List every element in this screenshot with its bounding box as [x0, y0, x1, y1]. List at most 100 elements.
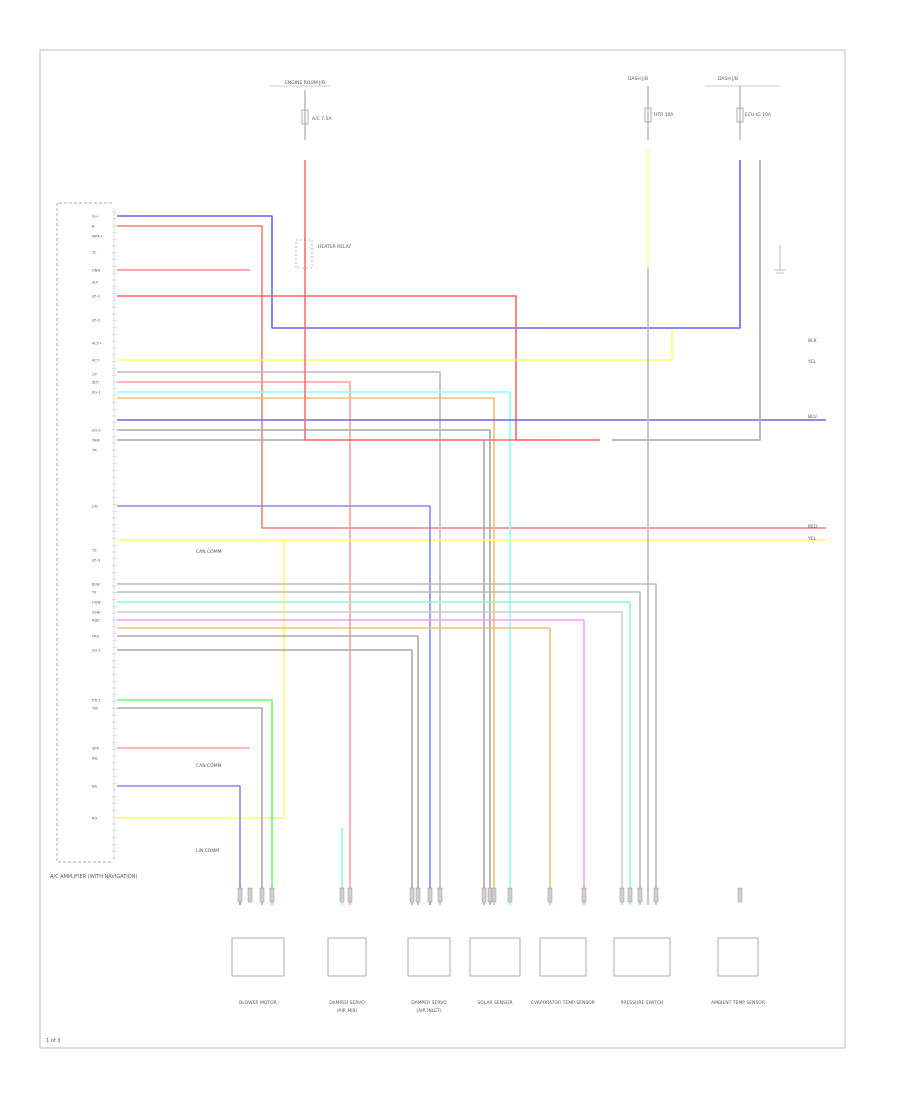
ecu-pin-label: SDT [92, 381, 100, 385]
right-ref-2: YEL [807, 359, 817, 365]
ecu-pin-label: SLP [92, 281, 99, 285]
ecu-pin-label: TS [91, 549, 97, 553]
ecu-pin-label: SPR [92, 747, 99, 751]
wire-3 [117, 295, 600, 441]
ecu-pin-label: IG+ [92, 215, 99, 219]
diagram-border [39, 49, 846, 1049]
wires [117, 150, 826, 905]
ecu-pin-label: PTC1 [92, 699, 101, 703]
relay-label: HEATER RELAY [318, 244, 351, 250]
connector-pin [507, 887, 513, 903]
component-label: SOLAR SENSOR [477, 1000, 512, 1006]
component-box [327, 937, 367, 977]
component-box [717, 937, 759, 977]
component-label: DAMPER SERVO [411, 1000, 447, 1006]
ecu-outline [56, 202, 112, 863]
ecu-pin-label: TR [91, 449, 97, 453]
connector-pin [491, 887, 497, 903]
fuse-right-a-name: HTR 10A [654, 112, 674, 118]
wire-2 [117, 225, 826, 529]
ecu-pin-label: MPX+ [92, 235, 103, 239]
ecu-pin-label: SSW [92, 611, 101, 615]
connector-pin [339, 887, 345, 903]
wire-17 [117, 699, 273, 905]
wire-27 [117, 635, 419, 905]
ecu-pin-label: BA [92, 785, 97, 789]
ecu-pin-label: S5-3 [92, 559, 100, 563]
connector-pin [415, 887, 421, 903]
fuse-right-a-box: DASH J/B [628, 76, 648, 82]
ecu-pin-label: S5-1 [92, 295, 100, 299]
ecu-pin-label: TAM [91, 439, 99, 443]
fuse-left-icon [301, 90, 309, 140]
ecu-pin-label: HSW [92, 601, 101, 605]
note-3: LIN COMM [196, 848, 219, 854]
right-ref-3: BLU [808, 414, 817, 420]
ecu-pin-label: RH [92, 817, 97, 821]
component-sub: (AIR INLET) [416, 1008, 442, 1014]
connector-pin [247, 887, 253, 903]
connector-pin [237, 887, 243, 903]
connector-pin [409, 887, 415, 903]
connector-pin [487, 887, 493, 903]
ecu-pin-label: IN1 [92, 757, 98, 761]
wire-8 [117, 391, 511, 905]
connector-pin [581, 887, 587, 903]
ecu-pin-label: FRS [92, 635, 100, 639]
wire-12 [117, 439, 485, 905]
connector-pin [481, 887, 487, 903]
ecu-pin-label: ACT- [92, 359, 101, 363]
ecu-pin-label: B [92, 225, 95, 229]
fuse-right-a-icon [644, 86, 652, 140]
connector-pin [437, 887, 443, 903]
connector-pin [619, 887, 625, 903]
wire-15 [117, 505, 431, 905]
ecu-pin-label: SG-1 [92, 391, 101, 395]
connector-pin [737, 887, 743, 903]
wire-1 [117, 160, 741, 329]
connector-pin [347, 887, 353, 903]
ecu-pin-labels: IG+BMPX+TCGNDSLPS5-1S5-2ACT+ACT-CPSDTSG-… [91, 211, 117, 859]
ecu-pin-label: LIN [92, 505, 98, 509]
right-ref-1: BLK [808, 338, 818, 344]
ground-icon [774, 245, 786, 274]
wire-22 [117, 591, 641, 905]
ecu-pin-label: TW [91, 707, 98, 711]
wire-25 [117, 619, 585, 905]
component-box [469, 937, 521, 977]
connector-pin [627, 887, 633, 903]
ecu-pin-label: ACT+ [92, 342, 102, 346]
wire-16 [117, 540, 285, 819]
right-ref-4: RED [808, 524, 818, 530]
connector-pin [259, 887, 265, 903]
wire-6 [117, 371, 441, 905]
component-label: BLOWER MOTOR [239, 1000, 277, 1006]
ecu-pin-label: TE [91, 591, 97, 595]
wire-26 [117, 627, 551, 905]
right-ref-5: YEL [807, 536, 817, 542]
ecu-pin-label: GND [92, 269, 100, 273]
fuse-right-b-box: DASH J/B [718, 76, 738, 82]
ecu-pin-label: TC [91, 251, 97, 255]
fuse-left-box: ENGINE ROOM J/B [285, 80, 325, 86]
wire-20 [117, 785, 241, 905]
ecu-pin-label: CP [92, 373, 98, 377]
fuse-left-name: A/C 7.5A [312, 116, 332, 122]
fuse-right-b-icon [736, 86, 744, 140]
component-label: AMBIENT TEMP SENSOR [711, 1000, 765, 1006]
wire-28 [117, 649, 413, 905]
wire-21 [117, 583, 657, 905]
component-label: EVAPORATOR TEMP SENSOR [531, 1000, 595, 1006]
wire-24 [117, 611, 623, 905]
wire-7 [117, 381, 351, 905]
component-box [539, 937, 587, 977]
wire-13 [304, 160, 560, 441]
connector-pin [269, 887, 275, 903]
note-2: CAN COMM [196, 763, 222, 769]
component-box [613, 937, 671, 977]
wire-5 [117, 330, 673, 361]
connector-pin [637, 887, 643, 903]
component-box [407, 937, 451, 977]
